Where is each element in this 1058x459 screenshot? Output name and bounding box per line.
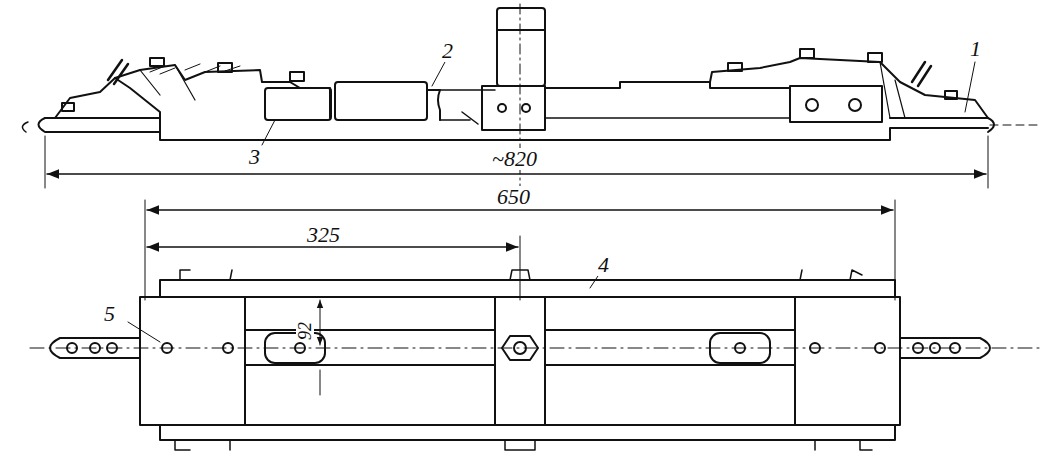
dimension-label: ~820 xyxy=(490,148,539,170)
callout-number: 2 xyxy=(440,40,455,62)
dimension-label: 325 xyxy=(305,224,342,246)
dimension-label: 650 xyxy=(495,186,532,208)
callout-number: 1 xyxy=(968,38,983,60)
callout-number: 3 xyxy=(247,146,262,168)
callout-number: 4 xyxy=(596,254,611,276)
dimension-label: 92 xyxy=(296,320,314,342)
callout-number: 5 xyxy=(102,303,117,325)
